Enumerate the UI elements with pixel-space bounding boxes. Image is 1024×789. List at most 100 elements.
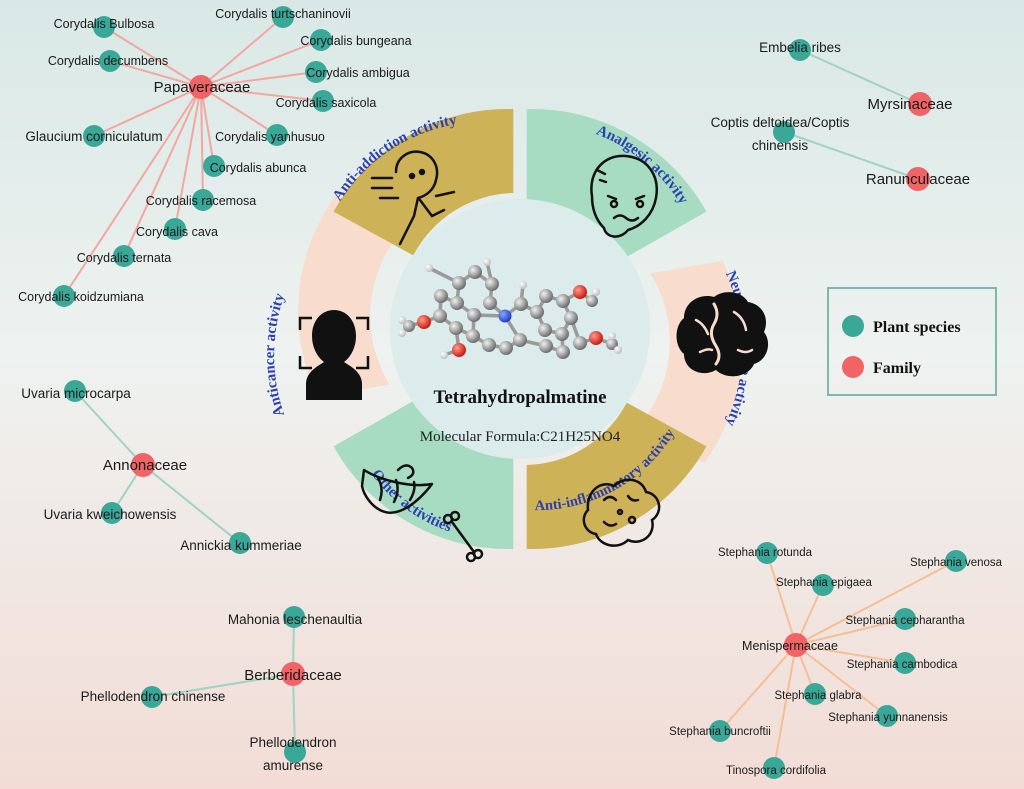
- plant-node-phellodendron-chinense: [141, 686, 163, 708]
- legend: Plant species Family: [827, 287, 997, 396]
- edge-corydalis-turtschaninovii: [200, 16, 284, 88]
- label-phellodendron-amurense-line1: Phellodendron: [249, 735, 336, 750]
- label-phellodendron-amurense-line2: amurense: [263, 758, 323, 773]
- molecule-atom: [514, 297, 528, 311]
- legend-box: [827, 287, 997, 396]
- network-edges: [63, 16, 957, 769]
- molecule-atom: [614, 346, 622, 354]
- label-uvaria-kweichowensis: Uvaria kweichowensis: [44, 507, 177, 522]
- tetrahydropalmatine-molecule: [398, 258, 622, 359]
- network-nodes: Corydalis Bulbosa Corydalis turtschaninov…: [18, 6, 1003, 779]
- label-coptis-line2: chinensis: [752, 138, 809, 153]
- label-corydalis-ternata: Corydalis ternata: [77, 251, 172, 265]
- label-corydalis-cava: Corydalis cava: [136, 225, 218, 239]
- molecule-atom: [450, 296, 464, 310]
- molecule-atom: [589, 331, 603, 345]
- plant-node-stephania-cepharantha: [894, 608, 916, 630]
- label-stephania-venosa: Stephania venosa: [910, 557, 1003, 569]
- edge-stephania-cepharantha: [795, 618, 906, 646]
- molecule-atom: [513, 333, 527, 347]
- face-scan-icon: [298, 310, 370, 400]
- molecule-atom: [556, 345, 570, 359]
- family-node-papaveraceae: [189, 75, 213, 99]
- molecule-atom: [573, 285, 587, 299]
- family-node-berberidaceae: [281, 662, 305, 686]
- molecule-atom: [434, 289, 448, 303]
- label-family-myrsinaceae: Myrsinaceae: [867, 96, 952, 113]
- family-node-ranunculaceae: [906, 167, 930, 191]
- plant-node-corydalis-yanhusuo: [266, 124, 288, 146]
- molecule-atom: [468, 265, 482, 279]
- label-annickia-kummeriae: Annickia kummeriae: [180, 538, 302, 553]
- plant-node-embelia-ribes: [789, 39, 811, 61]
- legend-plant-marker: [842, 315, 864, 337]
- molecule-atom: [556, 294, 570, 308]
- label-corydalis-abunca: Corydalis abunca: [210, 161, 307, 175]
- molecule-atom: [519, 281, 527, 289]
- molecule-atom: [564, 311, 578, 325]
- molecule-atom: [452, 276, 466, 290]
- molecule-atom: [440, 351, 448, 359]
- molecule-atom: [433, 309, 447, 323]
- edge-uvaria-microcarpa: [74, 390, 144, 466]
- family-node-menispermaceae: [784, 633, 808, 657]
- plant-node-tinospora-cordifolia: [763, 757, 785, 779]
- edge-stephania-buncroftii: [719, 644, 797, 732]
- edge-corydalis-saxicola: [200, 86, 324, 102]
- label-corydalis-saxicola: Corydalis saxicola: [276, 96, 377, 110]
- edge-corydalis-koidzumiana: [63, 86, 202, 297]
- molecule-atom: [398, 316, 406, 324]
- plant-node-stephania-venosa: [945, 550, 967, 572]
- plant-node-corydalis-bulbosa: [93, 16, 115, 38]
- label-family-ranunculaceae: Ranunculaceae: [866, 171, 970, 188]
- edge-phellodendron-amurense: [292, 673, 296, 753]
- label-corydalis-turtschaninovii: Corydalis turtschaninovii: [215, 7, 350, 21]
- molecule-atom: [466, 329, 480, 343]
- bacteria-icon: [582, 478, 661, 547]
- plant-node-corydalis-turtschaninovii: [272, 6, 294, 28]
- label-corydalis-ambigua: Corydalis ambigua: [306, 66, 410, 80]
- molecule-atom: [530, 305, 544, 319]
- molecular-formula: Molecular Formula:C21H25NO4: [420, 429, 621, 445]
- label-stephania-buncroftii: Stephania buncroftii: [669, 726, 771, 738]
- plant-node-stephania-cambodica: [894, 652, 916, 674]
- family-node-myrsinaceae: [908, 92, 932, 116]
- edge-corydalis-ternata: [123, 86, 202, 257]
- molecule-atom: [449, 321, 463, 335]
- plant-node-corydalis-ternata: [113, 245, 135, 267]
- plant-node-coptis: [773, 121, 795, 143]
- center-disc: [390, 199, 650, 459]
- molecule-atom: [482, 338, 496, 352]
- label-stephania-yunnanensis: Stephania yunnanensis: [828, 712, 948, 724]
- molecule-atom: [485, 277, 499, 291]
- edge-coptis: [783, 131, 919, 180]
- molecule-atom: [403, 320, 415, 332]
- label-family-berberidaceae: Berberidaceae: [244, 667, 342, 684]
- molecule-atom: [573, 336, 587, 350]
- segment-anti-inflammatory: [526, 402, 707, 550]
- edge-embelia-ribes: [799, 49, 921, 105]
- edge-corydalis-yanhusuo: [200, 86, 278, 136]
- legend-family-marker: [842, 356, 864, 378]
- molecule-atom: [555, 327, 569, 341]
- edge-annickia-kummeriae: [142, 464, 241, 544]
- molecule-atom: [539, 339, 553, 353]
- molecule-atom: [592, 288, 600, 296]
- plant-node-stephania-glabra: [804, 683, 826, 705]
- edge-phellodendron-chinense: [151, 673, 294, 698]
- label-family-papaveraceae: Papaveraceae: [154, 79, 251, 96]
- plant-node-phellodendron-amurense: [284, 741, 306, 763]
- edge-glaucium-corniculatum: [93, 86, 202, 137]
- plant-node-uvaria-kweichowensis: [101, 502, 123, 524]
- label-uvaria-microcarpa: Uvaria microcarpa: [21, 386, 131, 401]
- plant-node-corydalis-abunca: [203, 155, 225, 177]
- edge-corydalis-bungeana: [200, 39, 322, 88]
- label-corydalis-bulbosa: Corydalis Bulbosa: [54, 17, 155, 31]
- molecule-atom: [539, 289, 553, 303]
- label-corydalis-yanhusuo: Corydalis yanhusuo: [215, 130, 325, 144]
- compound-name: Tetrahydropalmatine: [433, 387, 606, 408]
- edge-stephania-yunnanensis: [795, 644, 888, 717]
- molecule-atom: [467, 308, 481, 322]
- label-mahonia-leschenaultia: Mahonia leschenaultia: [228, 612, 363, 627]
